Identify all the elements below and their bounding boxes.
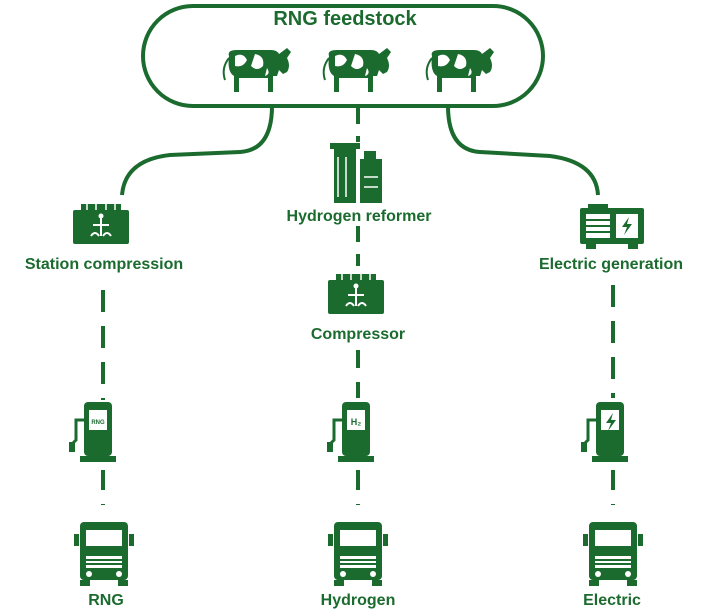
connector-right: [446, 105, 600, 196]
lightning-icon: [606, 413, 616, 431]
cow-icon: [222, 47, 292, 93]
feedstock-title: RNG feedstock: [273, 8, 417, 30]
cow-icon: [425, 47, 495, 93]
feedstock-container: [141, 4, 545, 108]
generator-icon: [579, 203, 645, 250]
hydrogen-reformer-label: Hydrogen reformer: [286, 208, 432, 225]
ev-charger-icon: [579, 400, 630, 464]
hydrogen-vehicle-label: Hydrogen: [320, 592, 396, 609]
hydrogen-dispenser-icon: [325, 400, 376, 464]
hydrogen-dispenser-badge: H₂: [351, 417, 362, 427]
reformer-icon: [329, 142, 383, 204]
compressor-label: Compressor: [310, 326, 406, 343]
electric-vehicle-label: Electric: [583, 592, 641, 609]
rng-dispenser-badge: RNG: [91, 420, 105, 426]
station-compression-label: Station compression: [24, 256, 184, 273]
connector-left: [120, 105, 274, 196]
truck-icon: [327, 521, 389, 587]
truck-icon: [73, 521, 135, 587]
rng-dispenser-icon: [67, 400, 118, 464]
truck-icon: [582, 521, 644, 587]
electric-generation-label: Electric generation: [538, 256, 684, 273]
compressor-icon: [327, 273, 385, 315]
rng-vehicle-label: RNG: [88, 592, 124, 609]
cow-icon: [322, 47, 392, 93]
compressor-icon: [72, 203, 130, 245]
